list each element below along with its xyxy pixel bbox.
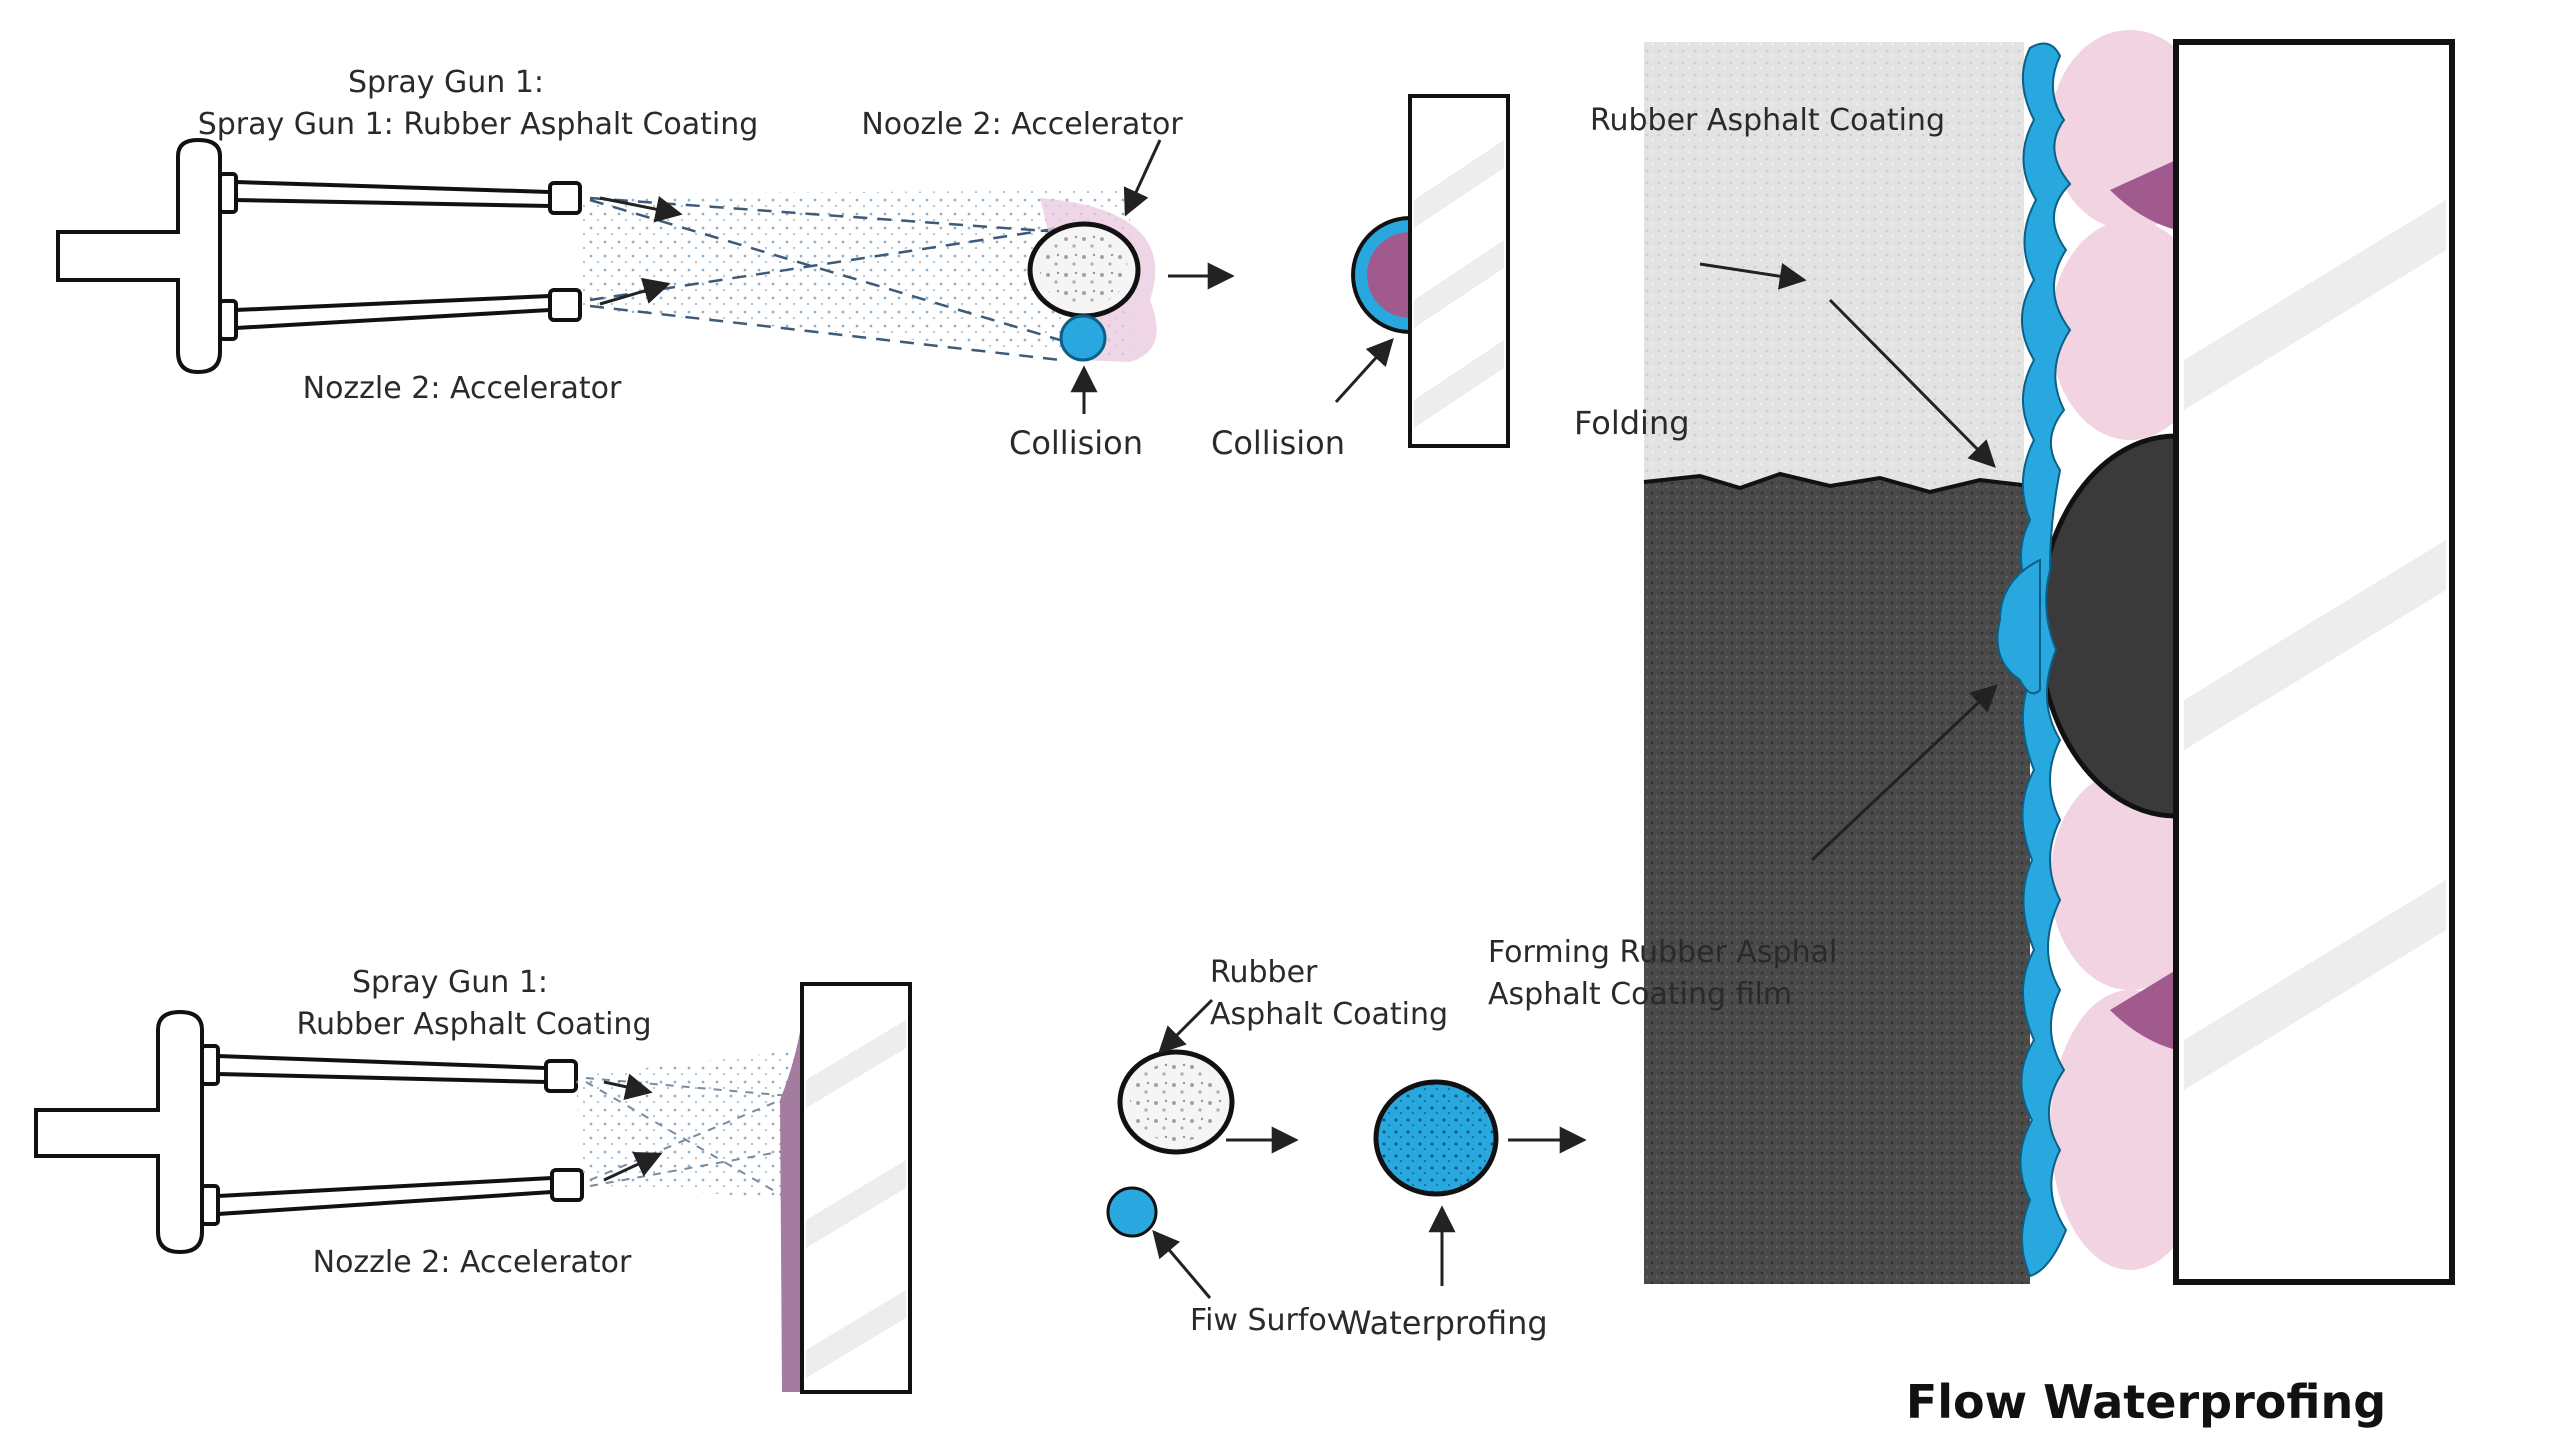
top-collision-label-2: Collision xyxy=(1211,424,1345,462)
mixed-particle-icon xyxy=(1373,1079,1499,1197)
right-wall-icon xyxy=(2173,39,2455,1285)
bottom-spray-cone xyxy=(576,1050,800,1201)
collision-particle-icon xyxy=(2036,433,2179,819)
film-arrow-icon xyxy=(1810,684,1998,862)
top-nozzle-label: Nozzle 2: Accelerator xyxy=(303,371,622,406)
bottom-gun-label-line1: Spray Gun 1: xyxy=(352,965,548,1000)
collision-pointer-icon xyxy=(1334,337,1394,404)
film-pointer-icon xyxy=(1152,1229,1212,1299)
diagram-title: Flow Waterprofing xyxy=(1906,1375,2386,1429)
bottom-rubber-label-line2: Asphalt Coating xyxy=(1210,997,1448,1032)
coating-label: Rubber Asphalt Coating xyxy=(1590,103,1945,138)
bottom-gun-label-line2: Rubber Asphalt Coating xyxy=(297,1007,652,1042)
bottom-waterproofing-label: Waterprofing xyxy=(1340,1304,1548,1342)
folding-label: Folding xyxy=(1574,404,1690,442)
forming-label-line1: Forming Rubber Asphal xyxy=(1488,935,1837,970)
bottom-rubber-label-line1: Rubber xyxy=(1210,955,1318,990)
coating-arrow-icon xyxy=(1699,262,1807,290)
folding-arrow-icon xyxy=(1828,298,1996,468)
bottom-nozzle-label: Nozzle 2: Accelerator xyxy=(313,1245,632,1280)
top-wall-icon xyxy=(1408,94,1510,448)
bottom-wall-icon xyxy=(780,982,912,1394)
accelerator-pointer-icon xyxy=(1123,139,1162,217)
top-spray-gun-icon xyxy=(56,137,582,375)
bottom-film-label: Fiw Surfov xyxy=(1190,1303,1345,1338)
rubber-bubble-column xyxy=(2050,30,2210,1270)
forming-label-line2: Asphalt Coating film xyxy=(1488,977,1792,1012)
bottom-rubber-particle-icon xyxy=(1117,1049,1235,1155)
bottom-accelerator-particle-icon xyxy=(1106,1186,1158,1238)
cross-section: Rubber Asphalt Coating Folding Forming R… xyxy=(1488,30,2455,1285)
collided-droplet-icon xyxy=(1351,215,1412,335)
accelerator-film xyxy=(2019,42,2072,1278)
bottom-spray-gun-icon xyxy=(34,1009,584,1255)
top-collision-label-1: Collision xyxy=(1009,424,1143,462)
accelerator-particle-icon xyxy=(1059,314,1107,362)
top-accelerator-label: Noozle 2: Accelerator xyxy=(861,107,1183,142)
rubber-particle-icon xyxy=(1027,221,1141,319)
rubber-pointer-icon xyxy=(1158,998,1214,1054)
top-gun-label-line1: Spray Gun 1: xyxy=(348,65,544,100)
top-gun-label-line2: Spray Gun 1: Rubber Asphalt Coating xyxy=(198,107,759,142)
